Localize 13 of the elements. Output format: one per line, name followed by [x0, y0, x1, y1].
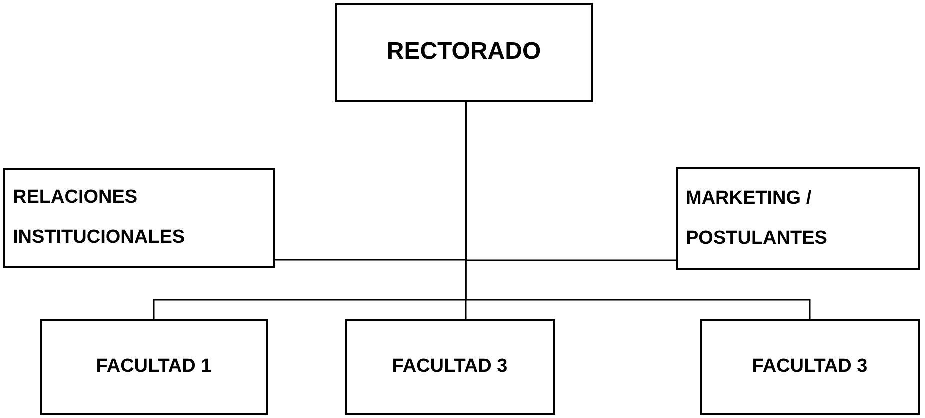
unit-name: FACULTAD 3 [392, 356, 508, 378]
org-box [40, 319, 268, 415]
unit-name: FACULTAD 3 [752, 356, 868, 378]
unit-name: MARKETING / POSTULANTES [686, 186, 828, 250]
org-box [345, 319, 555, 415]
unit-name: FACULTAD 1 [96, 356, 212, 378]
org-box [700, 319, 920, 415]
org-box [676, 167, 920, 270]
unit-name: RECTORADO [386, 38, 542, 67]
org-box [3, 168, 275, 268]
connector-line [465, 102, 811, 319]
org-box [335, 3, 593, 102]
unit-name: RELACIONES INSTITUCIONALES [13, 186, 186, 250]
